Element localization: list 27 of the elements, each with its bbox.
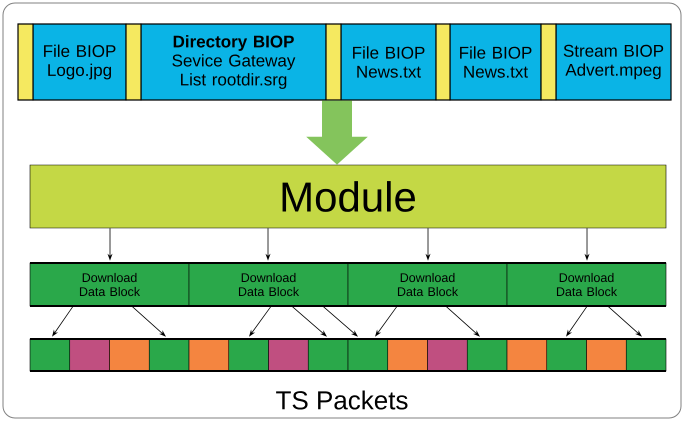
caption: TS Packets [276,390,408,410]
block-box: Download Data Block [506,262,666,306]
packet-box [69,338,110,372]
packet-box [427,338,468,372]
packet-box [268,338,309,372]
packet-box [109,338,150,372]
packet-box [466,338,508,372]
packet-box [30,338,70,372]
packet-box [148,338,190,372]
packet-box [348,338,388,372]
packet-box [626,338,666,372]
message-box: File BIOP Logo.jpg [32,23,127,101]
message-box: File BIOP News.txt [449,23,542,101]
packet-box [387,338,428,372]
message-box: Directory BIOP Sevice Gateway List rootdir.srg [140,23,327,101]
packet-box [586,338,627,372]
packet-box [228,338,269,372]
packet-box [506,338,548,372]
message-box: File BIOP News.txt [340,23,437,101]
block-box: Download Data Block [188,262,348,306]
message-box: Stream BIOP Advert.mpeg [555,23,672,101]
packet-box [546,338,587,372]
module-box: Module [30,164,666,228]
packet-box [188,338,230,372]
packet-box [308,338,348,372]
block-box: Download Data Block [348,262,508,306]
block-box: Download Data Block [30,262,190,306]
